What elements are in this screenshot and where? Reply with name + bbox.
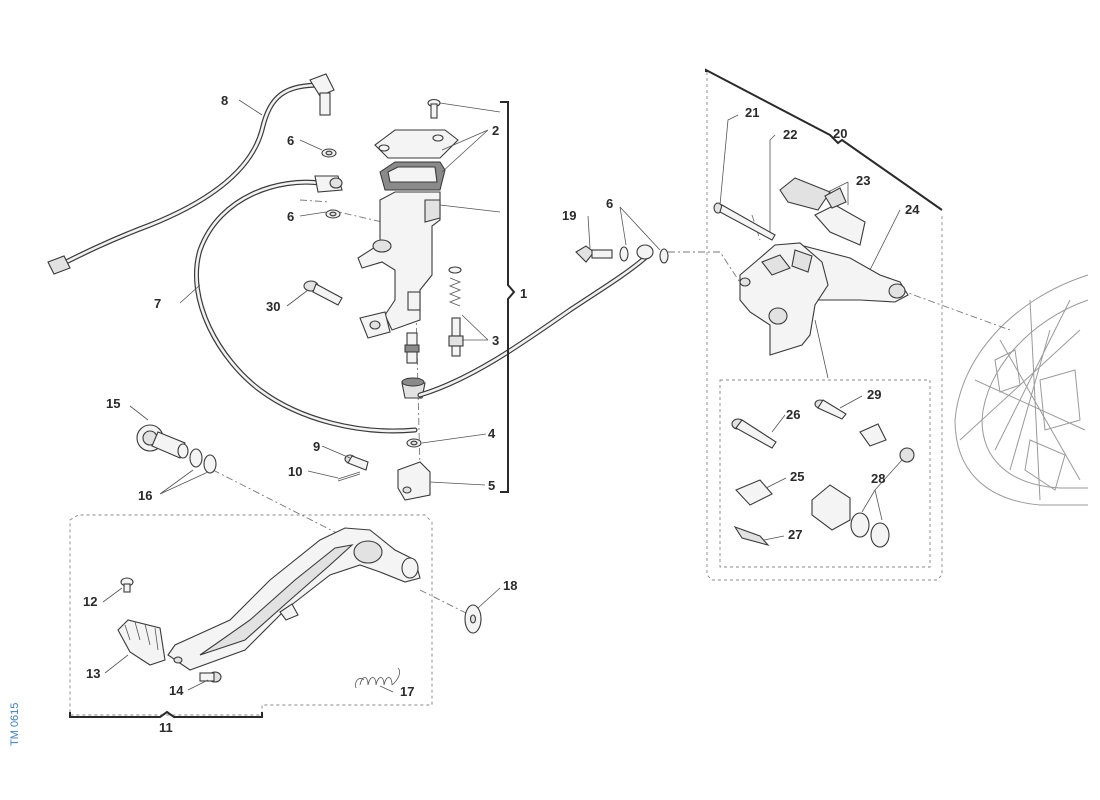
callout-3: 3	[492, 333, 499, 348]
part-caliper-body	[739, 242, 829, 356]
part-banjo-bolt	[575, 245, 613, 263]
callout-20: 20	[833, 126, 847, 141]
part-pivot-seals	[189, 448, 217, 474]
callout-27: 27	[788, 527, 802, 542]
callout-29: 29	[867, 387, 881, 402]
part-pedal-bolt	[199, 671, 222, 683]
callout-5: 5	[488, 478, 495, 493]
caliper-group	[706, 72, 943, 581]
callout-30: 30	[266, 299, 280, 314]
brake-hose-caliper	[417, 244, 654, 398]
callout-14: 14	[169, 683, 184, 698]
callout-17: 17	[400, 684, 414, 699]
part-caliper-bracket	[799, 244, 909, 303]
callout-16: 16	[138, 488, 152, 503]
callout-26: 26	[786, 407, 800, 422]
callout-1: 1	[520, 286, 527, 301]
brace-group-20	[705, 68, 943, 211]
part-caliper-pins	[731, 399, 847, 449]
callout-18: 18	[503, 578, 517, 593]
part-diaphragm	[379, 161, 446, 191]
callout-6-lower: 6	[287, 209, 294, 224]
brake-light-switch-cable	[47, 73, 335, 275]
part-reservoir-screw	[427, 98, 441, 119]
leader-lines	[102, 99, 903, 693]
brace-group-11	[69, 710, 263, 718]
part-mounting-bolt	[303, 280, 343, 306]
part-brake-pads	[779, 177, 866, 246]
part-clevis-pin	[344, 454, 369, 471]
part-washer-lower	[325, 209, 341, 219]
callout-labels: 1 2 3 4 5 6 6 6 7 8 9 10 11 12 13 14 15 …	[83, 93, 920, 735]
callout-12: 12	[83, 594, 97, 609]
callout-7: 7	[154, 296, 161, 311]
part-tip-screw	[120, 577, 134, 593]
callout-24: 24	[905, 202, 920, 217]
part-pad-pin	[713, 202, 776, 241]
part-pad-spring	[735, 479, 773, 506]
callout-13: 13	[86, 666, 100, 681]
part-pedal-arm	[167, 527, 421, 671]
callout-11: 11	[159, 720, 173, 735]
brace-group-1	[500, 101, 516, 493]
callout-15: 15	[106, 396, 120, 411]
part-washer-upper	[321, 148, 337, 158]
part-cotter-pin	[337, 471, 361, 482]
document-reference: TM 0615	[9, 703, 21, 746]
callout-6-caliper: 6	[606, 196, 613, 211]
part-pivot-washer	[464, 604, 482, 634]
callout-19: 19	[562, 208, 576, 223]
part-push-rod	[404, 332, 420, 364]
callout-22: 22	[783, 127, 797, 142]
part-banjo-washers	[619, 246, 669, 264]
part-return-spring	[355, 667, 400, 689]
callout-8: 8	[221, 93, 228, 108]
part-valve-spring-kit	[448, 266, 464, 357]
callout-6-upper: 6	[287, 133, 294, 148]
part-pedal-tip	[117, 619, 166, 666]
callout-28: 28	[871, 471, 885, 486]
brake-pedal-group	[69, 514, 433, 716]
callout-21: 21	[745, 105, 759, 120]
callout-9: 9	[313, 439, 320, 454]
part-piston-seal-kit	[811, 423, 915, 548]
part-clevis	[397, 461, 431, 501]
callout-10: 10	[288, 464, 302, 479]
part-nut	[406, 438, 422, 448]
brake-disc-sprocket	[954, 274, 1089, 506]
part-cylinder-body	[357, 191, 441, 339]
callout-2: 2	[492, 123, 499, 138]
part-pad-clip	[733, 525, 770, 547]
part-pivot-bushing	[136, 424, 189, 459]
callout-4: 4	[488, 426, 496, 441]
part-reservoir-cap	[374, 129, 459, 159]
doc-ref-code: TM 0615	[9, 703, 21, 746]
brake-hose-reservoir	[194, 175, 418, 434]
master-cylinder-group	[303, 98, 464, 501]
callout-25: 25	[790, 469, 804, 484]
callout-23: 23	[856, 173, 870, 188]
